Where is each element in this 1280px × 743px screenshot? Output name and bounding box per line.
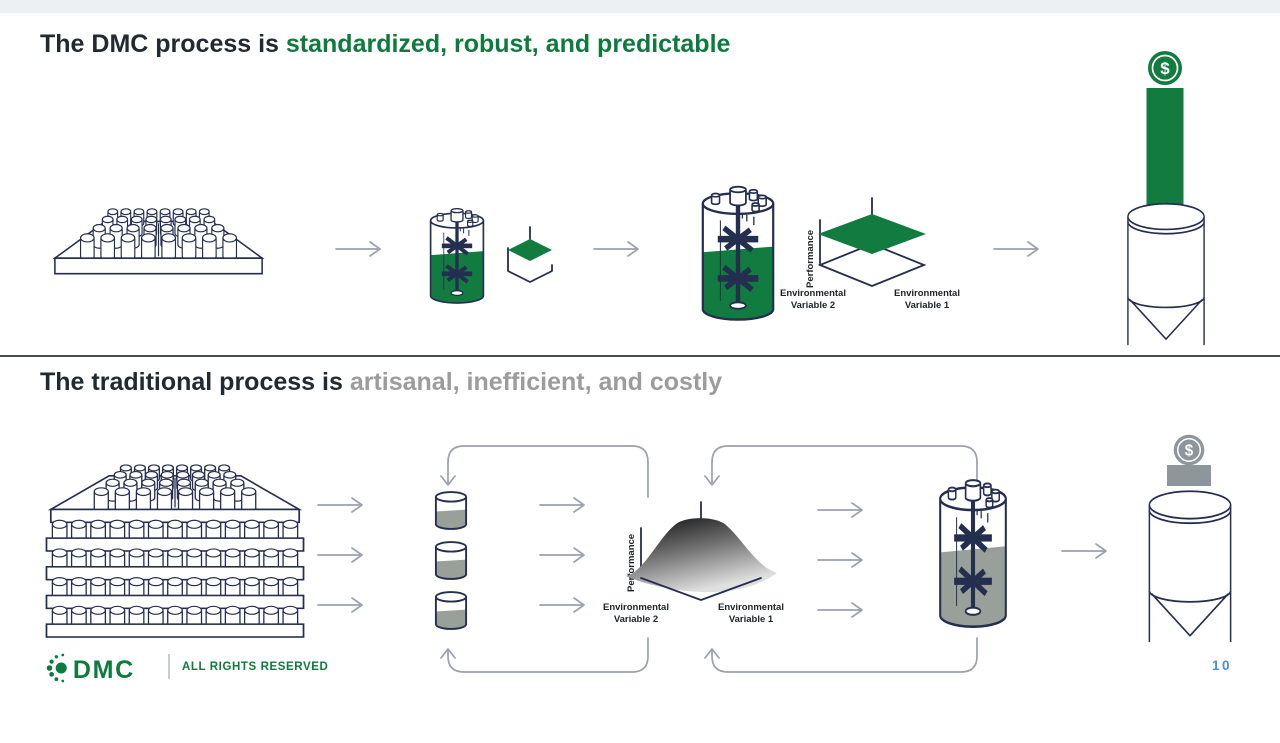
vial	[177, 487, 194, 513]
env-var1-label: Environmental	[718, 602, 784, 613]
env-var2-label: Variable 2	[791, 300, 835, 311]
feedback-loop-arrows	[440, 445, 978, 673]
arrow-right-icon	[317, 497, 363, 513]
arrow-right-icon	[993, 241, 1039, 257]
mini-performance-plane-icon	[507, 226, 553, 283]
dmc-logo: DMC	[46, 653, 135, 684]
top-strip	[0, 0, 1280, 13]
traditional-title-prefix: The traditional process is	[40, 368, 350, 396]
green-plane	[508, 239, 552, 261]
loop-arrow-bottom-right	[704, 637, 978, 673]
beaker-icon	[434, 541, 468, 580]
dmc-title-prefix: The DMC process is	[40, 30, 286, 58]
plot-base-front	[640, 577, 762, 601]
arrow-right-icon	[539, 547, 585, 563]
arrow-right-icon	[593, 241, 639, 257]
vial	[93, 487, 109, 513]
bioreactor-large-green-icon	[694, 183, 782, 328]
vial	[100, 233, 116, 261]
dollar-coin-icon	[1147, 50, 1183, 86]
plot-ylabel: Performance	[805, 230, 816, 288]
env-var2-label: Variable 2	[614, 614, 658, 625]
yield-column-green	[1146, 88, 1184, 206]
silo-icon	[1127, 202, 1205, 346]
beaker-icon	[434, 591, 468, 630]
vial	[135, 487, 152, 513]
vial	[120, 233, 136, 261]
loop-arrow-top-right	[704, 445, 978, 493]
arrow-right-icon	[817, 502, 863, 518]
vial	[222, 233, 238, 261]
beaker-icon	[434, 491, 468, 530]
env-var1-label: Variable 1	[729, 614, 774, 625]
vial	[161, 233, 177, 261]
vial-tray-icon	[52, 208, 265, 275]
arrow-right-icon	[317, 597, 363, 613]
vial	[219, 487, 236, 513]
yield-column-gray	[1167, 465, 1211, 486]
section-divider	[0, 355, 1280, 357]
loop-arrow-bottom-left	[440, 637, 649, 673]
dmc-title-highlight: standardized, robust, and predictable	[285, 30, 731, 58]
vial-rows	[79, 208, 238, 261]
vial	[140, 233, 156, 261]
arrow-right-icon	[539, 497, 585, 513]
vial	[79, 233, 95, 261]
performance-plot-variable: Performance Environmental Variable 2 Env…	[603, 501, 784, 625]
dmc-logo-dots-icon	[46, 653, 67, 683]
performance-bump-surface	[626, 518, 777, 593]
bioreactor-small-green-icon	[428, 206, 486, 306]
dollar-coin-gray-icon	[1172, 433, 1206, 467]
env-var1-label: Variable 1	[905, 300, 950, 311]
vial-rows	[93, 464, 257, 513]
traditional-section-title: The traditional process is artisanal, in…	[40, 368, 722, 397]
env-var2-label: Environmental	[780, 288, 846, 299]
page-number: 10	[1212, 658, 1233, 673]
vial	[181, 233, 197, 261]
silo-icon	[1148, 490, 1232, 643]
traditional-title-highlight: artisanal, inefficient, and costly	[349, 368, 723, 396]
vial	[201, 233, 217, 261]
env-var1-label: Environmental	[894, 288, 960, 299]
env-var2-label: Environmental	[603, 602, 669, 613]
dmc-section-title: The DMC process is standardized, robust,…	[40, 30, 730, 59]
footer-separator	[168, 654, 170, 679]
tray-front-face	[54, 257, 263, 275]
arrow-right-icon	[539, 597, 585, 613]
vial	[198, 487, 215, 513]
dmc-logo-text: DMC	[73, 656, 135, 684]
plot-ylabel: Performance	[626, 534, 637, 592]
loop-arrow-top-left	[440, 445, 649, 498]
vial	[114, 487, 131, 513]
performance-plot-standardized: Performance Environmental Variable 2 Env…	[780, 197, 960, 311]
arrow-right-icon	[817, 602, 863, 618]
rights-reserved-text: ALL RIGHTS RESERVED	[182, 661, 329, 673]
vial	[156, 487, 173, 513]
arrow-right-icon	[317, 547, 363, 563]
vial	[241, 487, 257, 513]
arrow-right-icon	[335, 241, 381, 257]
product-silo-traditional	[1148, 433, 1232, 643]
green-performance-plane	[818, 214, 926, 254]
bioreactor-gray-icon	[932, 476, 1014, 636]
arrow-right-icon	[1061, 543, 1107, 559]
arrow-right-icon	[817, 552, 863, 568]
plot-base	[817, 243, 927, 287]
vial-tray-stack-icon	[45, 464, 305, 638]
product-silo-dmc	[1127, 50, 1205, 346]
